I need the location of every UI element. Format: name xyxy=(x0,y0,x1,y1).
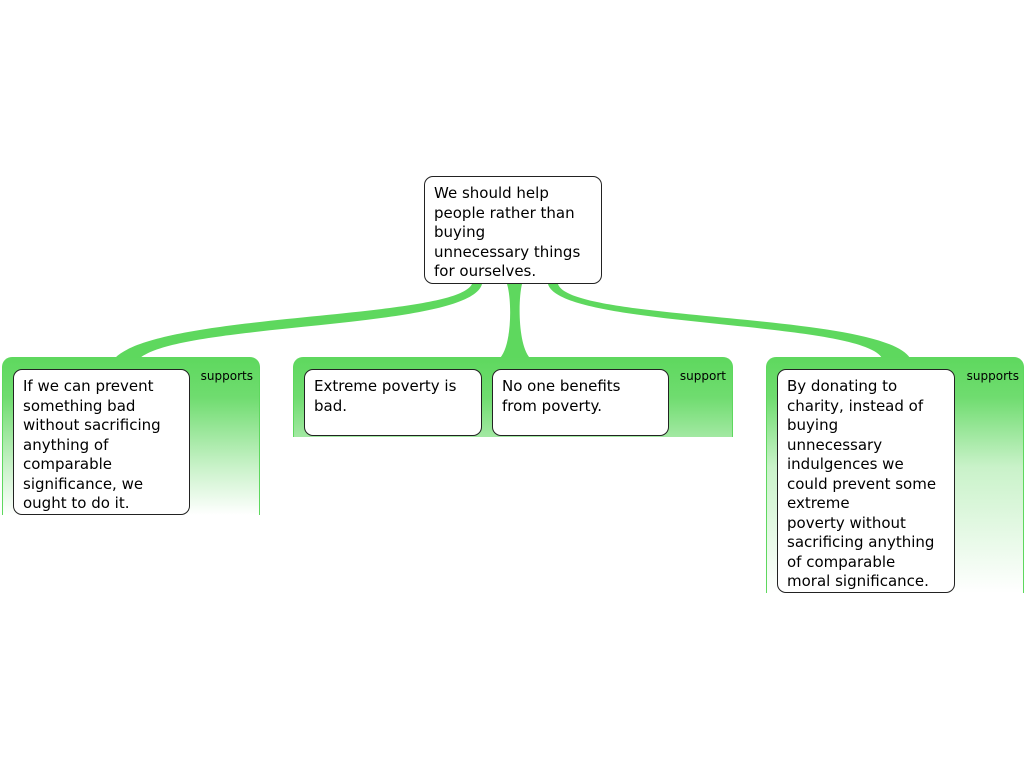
premise-box[interactable]: Extreme poverty is bad. xyxy=(304,369,482,436)
group-label-support: support xyxy=(679,369,726,383)
premise-box[interactable]: No one benefits from poverty. xyxy=(492,369,669,436)
connector-middle xyxy=(500,284,530,358)
group-label-supports: supports xyxy=(200,369,253,383)
premise-text: Extreme poverty is bad. xyxy=(314,377,457,415)
premise-text: If we can prevent something bad without … xyxy=(23,377,161,512)
premise-box[interactable]: By donating to charity, instead of buyin… xyxy=(777,369,955,593)
premise-text: No one benefits from poverty. xyxy=(502,377,621,415)
main-claim-box[interactable]: We should help people rather than buying… xyxy=(424,176,602,284)
premise-box[interactable]: If we can prevent something bad without … xyxy=(13,369,190,515)
main-claim-text: We should help people rather than buying… xyxy=(434,184,581,280)
premise-text: By donating to charity, instead of buyin… xyxy=(787,377,937,590)
connector-right xyxy=(548,284,910,358)
group-label-supports: supports xyxy=(966,369,1019,383)
connector-left xyxy=(115,284,482,358)
